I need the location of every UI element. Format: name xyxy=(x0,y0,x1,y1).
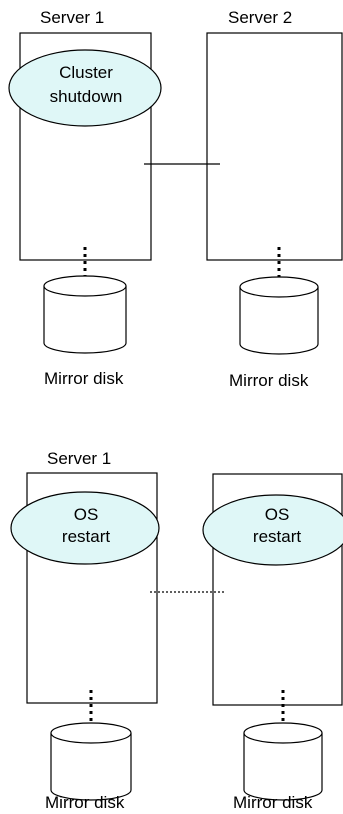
top-disk1-label: Mirror disk xyxy=(44,369,124,388)
bottom-server1: Server 1 xyxy=(26,449,158,704)
os-restart-2-line2: restart xyxy=(253,527,301,546)
bottom-disk1-cap xyxy=(50,722,132,744)
bottom-mirror-disk-2: Mirror disk xyxy=(233,722,323,812)
bottom-panel: Server 1 OS restart OS restart Mirror xyxy=(10,449,343,812)
bottom-disk1-cylinder xyxy=(50,733,132,801)
top-disk1-cap xyxy=(43,275,127,297)
top-server2-label: Server 2 xyxy=(228,8,292,27)
top-mirror-disk-2: Mirror disk xyxy=(229,276,319,390)
cluster-shutdown-line2: shutdown xyxy=(50,87,123,106)
bottom-os-restart-ellipse-2: OS restart xyxy=(202,494,343,566)
top-server1-label: Server 1 xyxy=(40,8,104,27)
os-restart-1-line2: restart xyxy=(62,527,110,546)
os-restart-2-line1: OS xyxy=(265,505,290,524)
top-disk2-cap xyxy=(239,276,319,298)
top-panel: Server 1 Cluster shutdown Server 2 Mirro… xyxy=(8,8,343,390)
top-server2-box xyxy=(206,32,343,261)
bottom-mirror-disk-1: Mirror disk xyxy=(45,722,132,812)
cluster-shutdown-ellipse xyxy=(8,49,162,127)
os-restart-ellipse-2 xyxy=(202,494,343,566)
bottom-server1-label: Server 1 xyxy=(47,449,111,468)
bottom-disk2-cap xyxy=(243,722,323,744)
bottom-disk2-cylinder xyxy=(243,733,323,801)
cluster-shutdown-line1: Cluster xyxy=(59,63,113,82)
top-disk2-label: Mirror disk xyxy=(229,371,309,390)
top-disk1-cylinder xyxy=(43,286,127,354)
bottom-disk2-label: Mirror disk xyxy=(233,793,313,812)
top-server2: Server 2 xyxy=(206,8,343,261)
os-restart-1-line1: OS xyxy=(74,505,99,524)
bottom-os-restart-ellipse-1: OS restart xyxy=(10,491,160,565)
os-restart-ellipse-1 xyxy=(10,491,160,565)
top-server1: Server 1 xyxy=(19,8,152,261)
top-cluster-shutdown-ellipse: Cluster shutdown xyxy=(8,49,162,127)
top-disk2-cylinder xyxy=(239,287,319,355)
top-mirror-disk-1: Mirror disk xyxy=(43,275,127,388)
bottom-disk1-label: Mirror disk xyxy=(45,793,125,812)
